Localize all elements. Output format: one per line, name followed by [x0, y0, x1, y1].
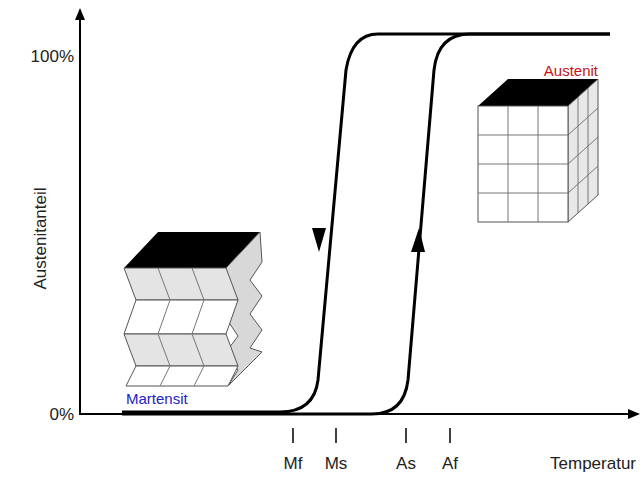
axis-value: 0% [49, 406, 74, 423]
axis-value: 100% [31, 48, 74, 65]
temperature-mark: Af [442, 455, 458, 472]
cooling-curve [122, 34, 610, 412]
temperature-mark: Ms [325, 455, 348, 472]
cooling-arrow [312, 228, 326, 252]
temperature-mark: As [396, 455, 416, 472]
y-axis [79, 10, 81, 414]
phase-label: Martensit [124, 391, 190, 406]
heating-arrow [411, 228, 425, 252]
axis-title: Austenitanteil [32, 187, 49, 289]
axis-title: Temperatur [550, 455, 636, 472]
heating-curve [122, 34, 610, 414]
temperature-mark: Mf [284, 455, 303, 472]
austenite-cube [478, 79, 598, 222]
phase-label: Austenit [544, 63, 598, 78]
temperature-ticks [293, 428, 450, 443]
martensite-cube [124, 232, 262, 386]
